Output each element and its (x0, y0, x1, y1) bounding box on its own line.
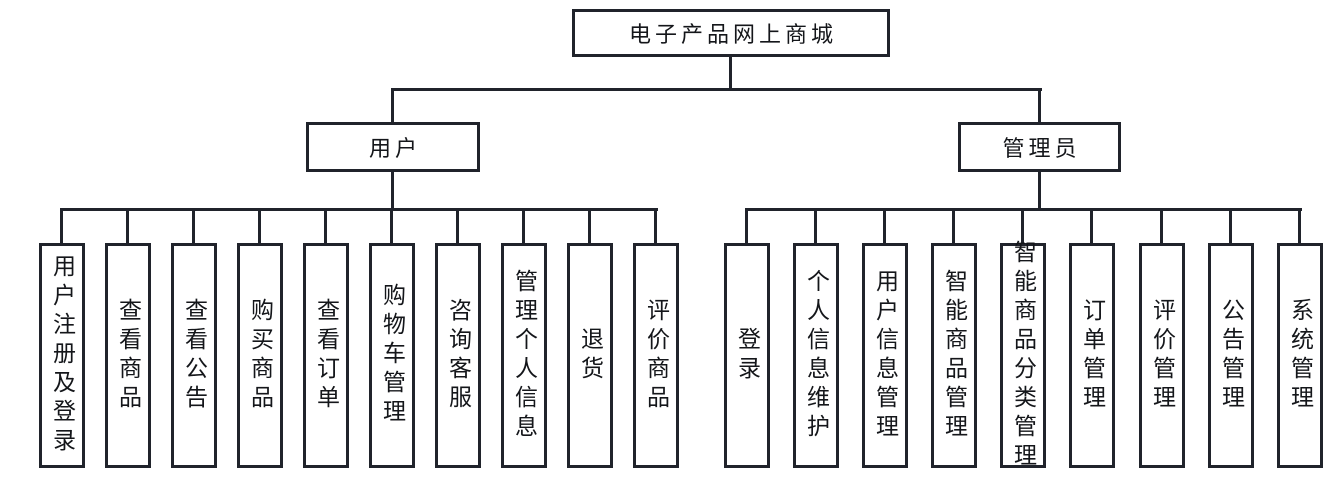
connector-line (456, 208, 459, 243)
connector-line (1021, 208, 1024, 243)
leaf-box: 退货 (567, 243, 613, 468)
leaf-box: 评价管理 (1139, 243, 1185, 468)
leaf-label: 咨询客服 (445, 297, 471, 414)
leaf-label: 个人信息维护 (803, 268, 829, 443)
leaf-label: 系统管理 (1287, 297, 1313, 414)
connector-line (324, 208, 327, 243)
leaf-label: 订单管理 (1079, 297, 1105, 414)
branch-box-admin: 管理员 (958, 122, 1121, 172)
connector-line (522, 208, 525, 243)
connector-line (729, 57, 732, 88)
connector-line (1038, 172, 1041, 211)
leaf-box: 智能商品管理 (931, 243, 977, 468)
leaf-label: 用户注册及登录 (49, 254, 75, 457)
leaf-box: 查看商品 (105, 243, 151, 468)
leaf-label: 公告管理 (1218, 297, 1244, 414)
leaf-label: 评价管理 (1149, 297, 1175, 414)
leaf-label: 登录 (734, 326, 760, 385)
leaf-box: 用户信息管理 (862, 243, 908, 468)
leaf-box: 购物车管理 (369, 243, 415, 468)
connector-line (952, 208, 955, 243)
branch-box-user: 用户 (306, 122, 480, 172)
connector-line (1298, 208, 1301, 243)
leaf-label: 智能商品管理 (941, 268, 967, 443)
connector-line (1160, 208, 1163, 243)
connector-line (1038, 88, 1041, 122)
connector-line (126, 208, 129, 243)
leaf-label: 购买商品 (247, 297, 273, 414)
connector-line (391, 88, 394, 122)
leaf-label: 查看公告 (181, 297, 207, 414)
leaf-box: 公告管理 (1208, 243, 1254, 468)
connector-line (60, 208, 658, 211)
leaf-box: 购买商品 (237, 243, 283, 468)
leaf-box: 系统管理 (1277, 243, 1323, 468)
leaf-box: 咨询客服 (435, 243, 481, 468)
connector-line (883, 208, 886, 243)
leaf-box: 订单管理 (1069, 243, 1115, 468)
leaf-box: 用户注册及登录 (39, 243, 85, 468)
root-box: 电子产品网上商城 (572, 9, 890, 57)
connector-line (60, 208, 63, 243)
leaf-box: 查看订单 (303, 243, 349, 468)
connector-line (814, 208, 817, 243)
connector-line (1090, 208, 1093, 243)
leaf-label: 用户信息管理 (872, 268, 898, 443)
connector-line (192, 208, 195, 243)
connector-line (391, 172, 394, 211)
leaf-box: 登录 (724, 243, 770, 468)
leaf-label: 查看订单 (313, 297, 339, 414)
root-label: 电子产品网上商城 (628, 22, 837, 47)
connector-line (258, 208, 261, 243)
leaf-label: 查看商品 (115, 297, 141, 414)
connector-line (1229, 208, 1232, 243)
leaf-label: 退货 (577, 326, 603, 385)
connector-line (745, 208, 748, 243)
leaf-label: 购物车管理 (379, 283, 405, 428)
connector-line (588, 208, 591, 243)
leaf-label: 管理个人信息 (511, 268, 537, 443)
connector-line (391, 88, 1042, 91)
leaf-label: 智能商品分类管理 (1010, 239, 1036, 472)
leaf-box: 评价商品 (633, 243, 679, 468)
leaf-box: 查看公告 (171, 243, 217, 468)
leaf-label: 评价商品 (643, 297, 669, 414)
connector-line (390, 208, 393, 243)
branch-label-admin: 管理员 (1002, 136, 1081, 161)
leaf-box: 智能商品分类管理 (1000, 240, 1046, 472)
leaf-box: 个人信息维护 (793, 243, 839, 468)
connector-line (654, 208, 657, 243)
leaf-box: 管理个人信息 (501, 243, 547, 468)
branch-label-user: 用户 (368, 136, 421, 161)
